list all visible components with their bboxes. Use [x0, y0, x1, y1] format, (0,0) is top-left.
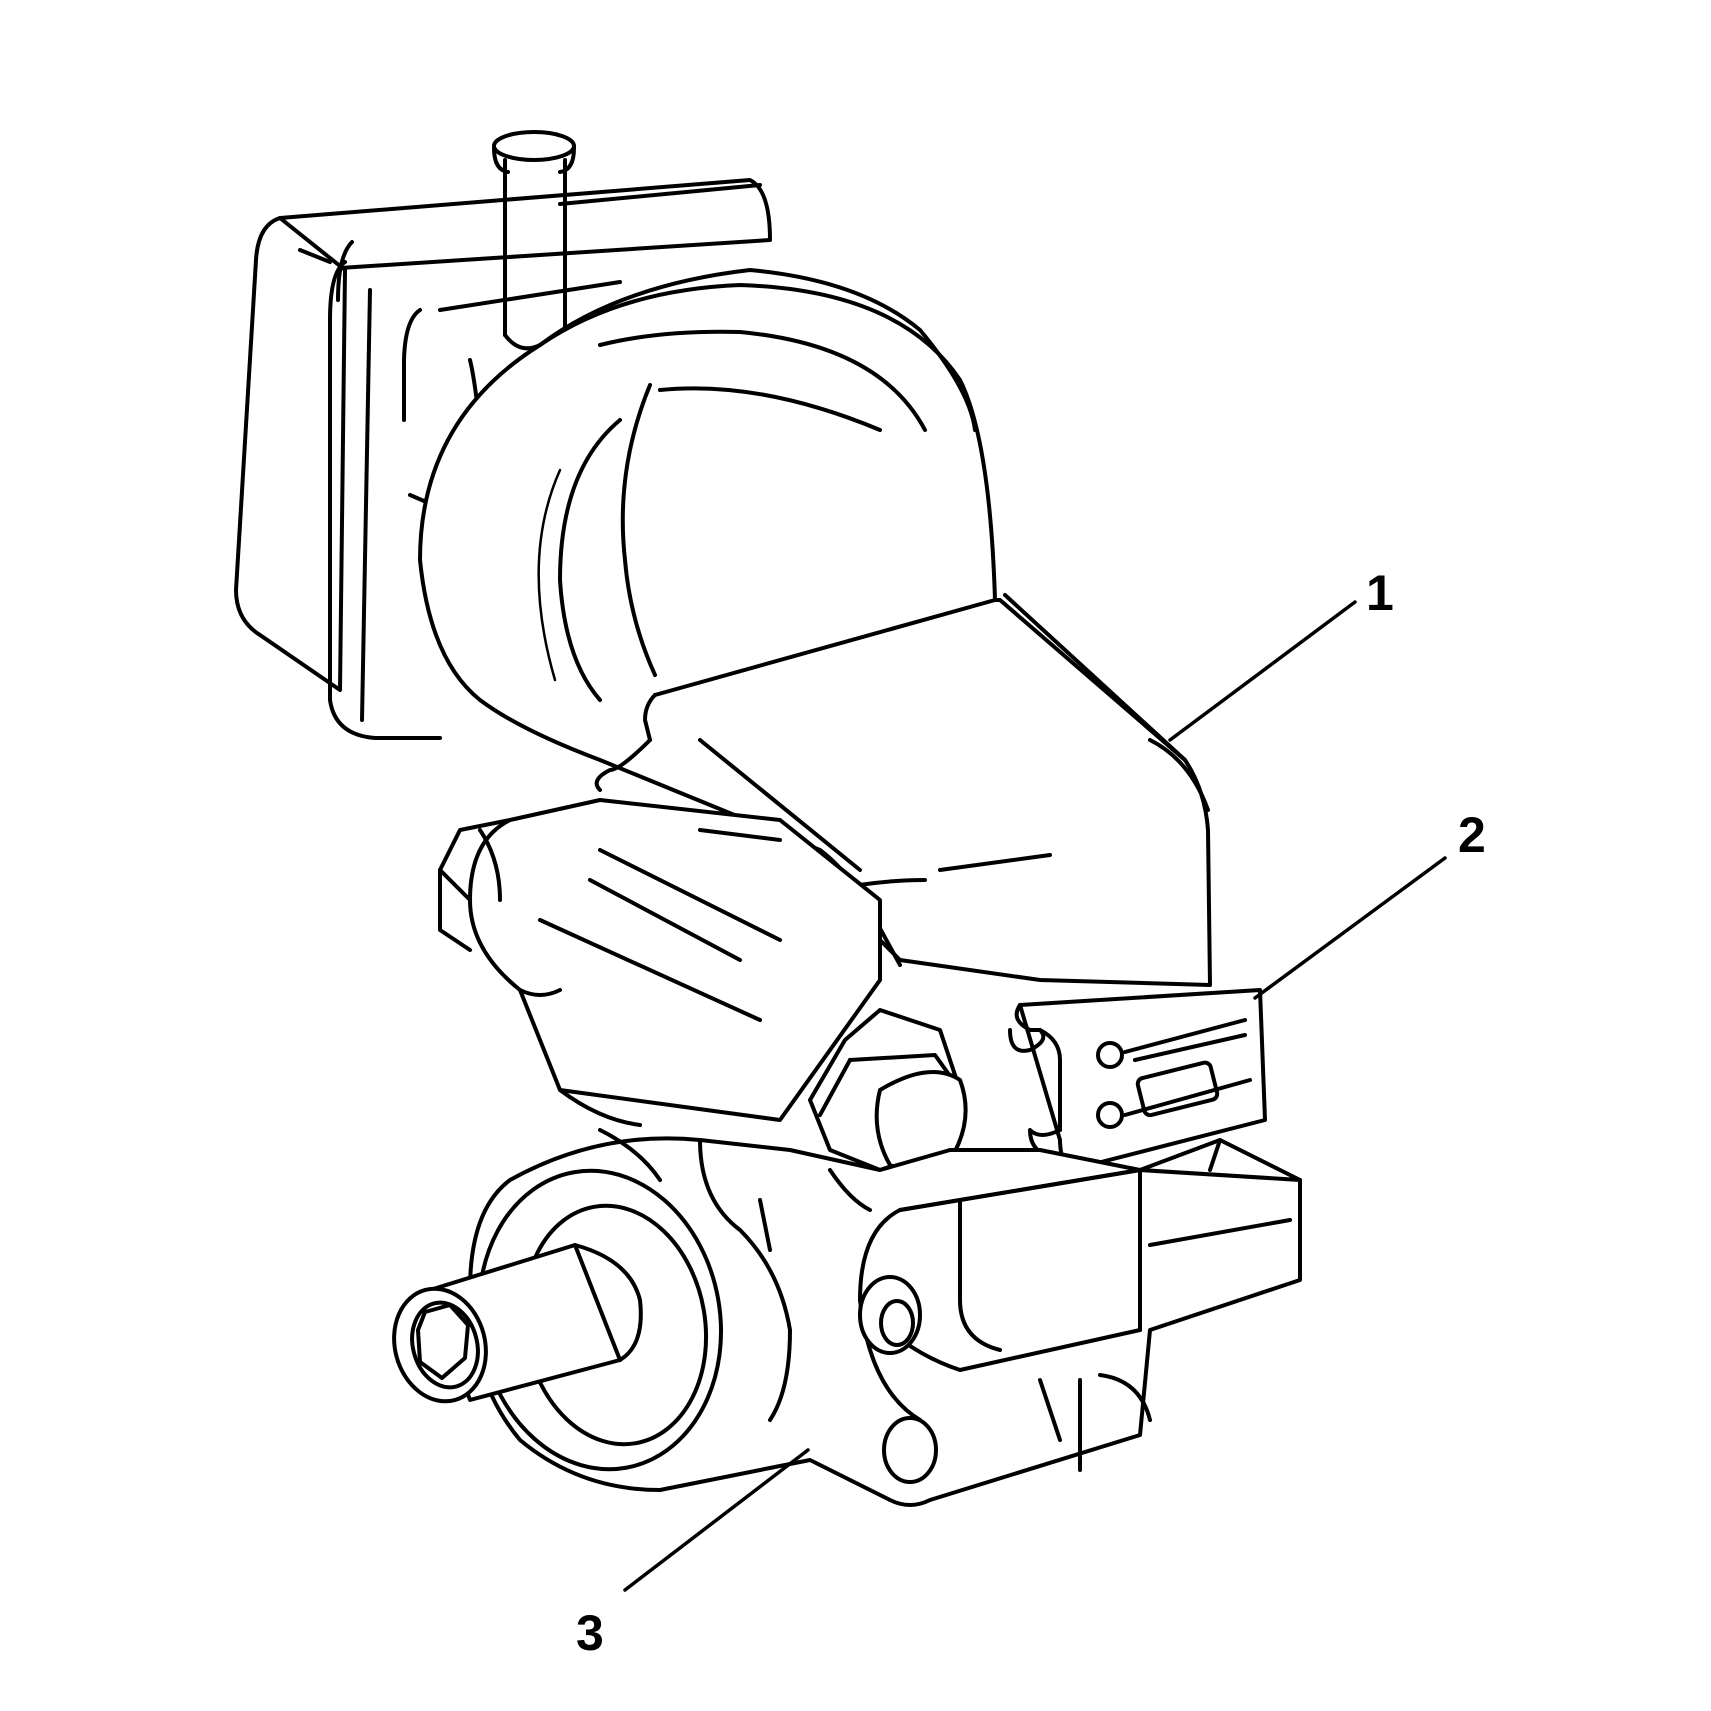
callout-labels: 1 2 3 [576, 565, 1486, 1661]
pump-lower-body [468, 1128, 1302, 1507]
callout-leader-3 [623, 1448, 810, 1592]
callout-leader-1 [1168, 600, 1357, 742]
callout-label-3: 3 [576, 1605, 604, 1661]
callout-leader-2 [1253, 856, 1447, 1000]
callout-label-2: 2 [1458, 807, 1486, 863]
callout-leaders [623, 600, 1447, 1592]
fluid-reservoir [234, 178, 772, 740]
drive-shaft [392, 1243, 643, 1404]
pressure-fitting-body [438, 798, 882, 1127]
pump-housing [418, 268, 1212, 987]
callout-label-1: 1 [1366, 565, 1394, 621]
